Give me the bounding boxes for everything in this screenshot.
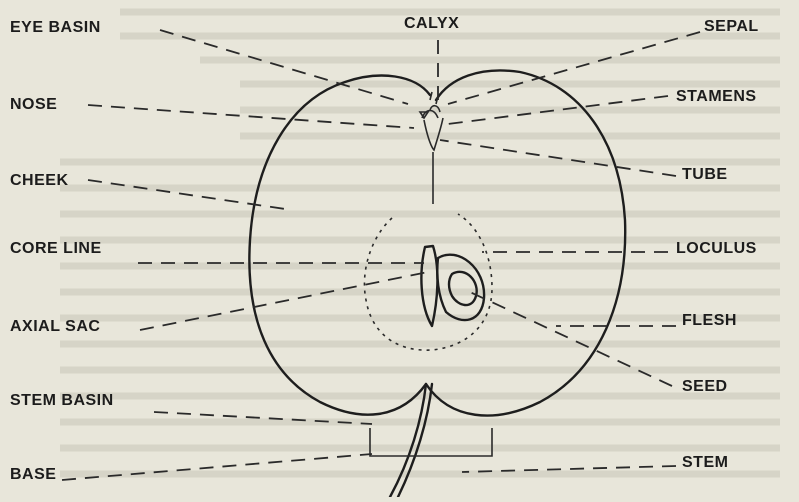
label-stem: STEM (682, 454, 728, 472)
calyx-detail (420, 92, 443, 150)
label-cheek: CHEEK (10, 172, 69, 190)
stem-basin-bracket (370, 428, 492, 456)
label-stem-basin: STEM BASIN (10, 392, 114, 410)
label-seed: SEED (682, 378, 728, 396)
label-calyx: CALYX (404, 15, 459, 33)
label-nose: NOSE (10, 96, 57, 114)
label-sepal: SEPAL (704, 18, 759, 36)
label-core-line: CORE LINE (10, 240, 102, 258)
label-tube: TUBE (682, 166, 728, 184)
label-eye-basin: EYE BASIN (10, 19, 101, 37)
label-stamens: STAMENS (676, 88, 757, 106)
background-print (60, 12, 780, 474)
label-base: BASE (10, 466, 56, 484)
label-flesh: FLESH (682, 312, 737, 330)
core-structures (421, 246, 484, 326)
core-line (364, 214, 492, 350)
label-loculus: LOCULUS (676, 240, 757, 258)
label-axial-sac: AXIAL SAC (10, 318, 100, 336)
